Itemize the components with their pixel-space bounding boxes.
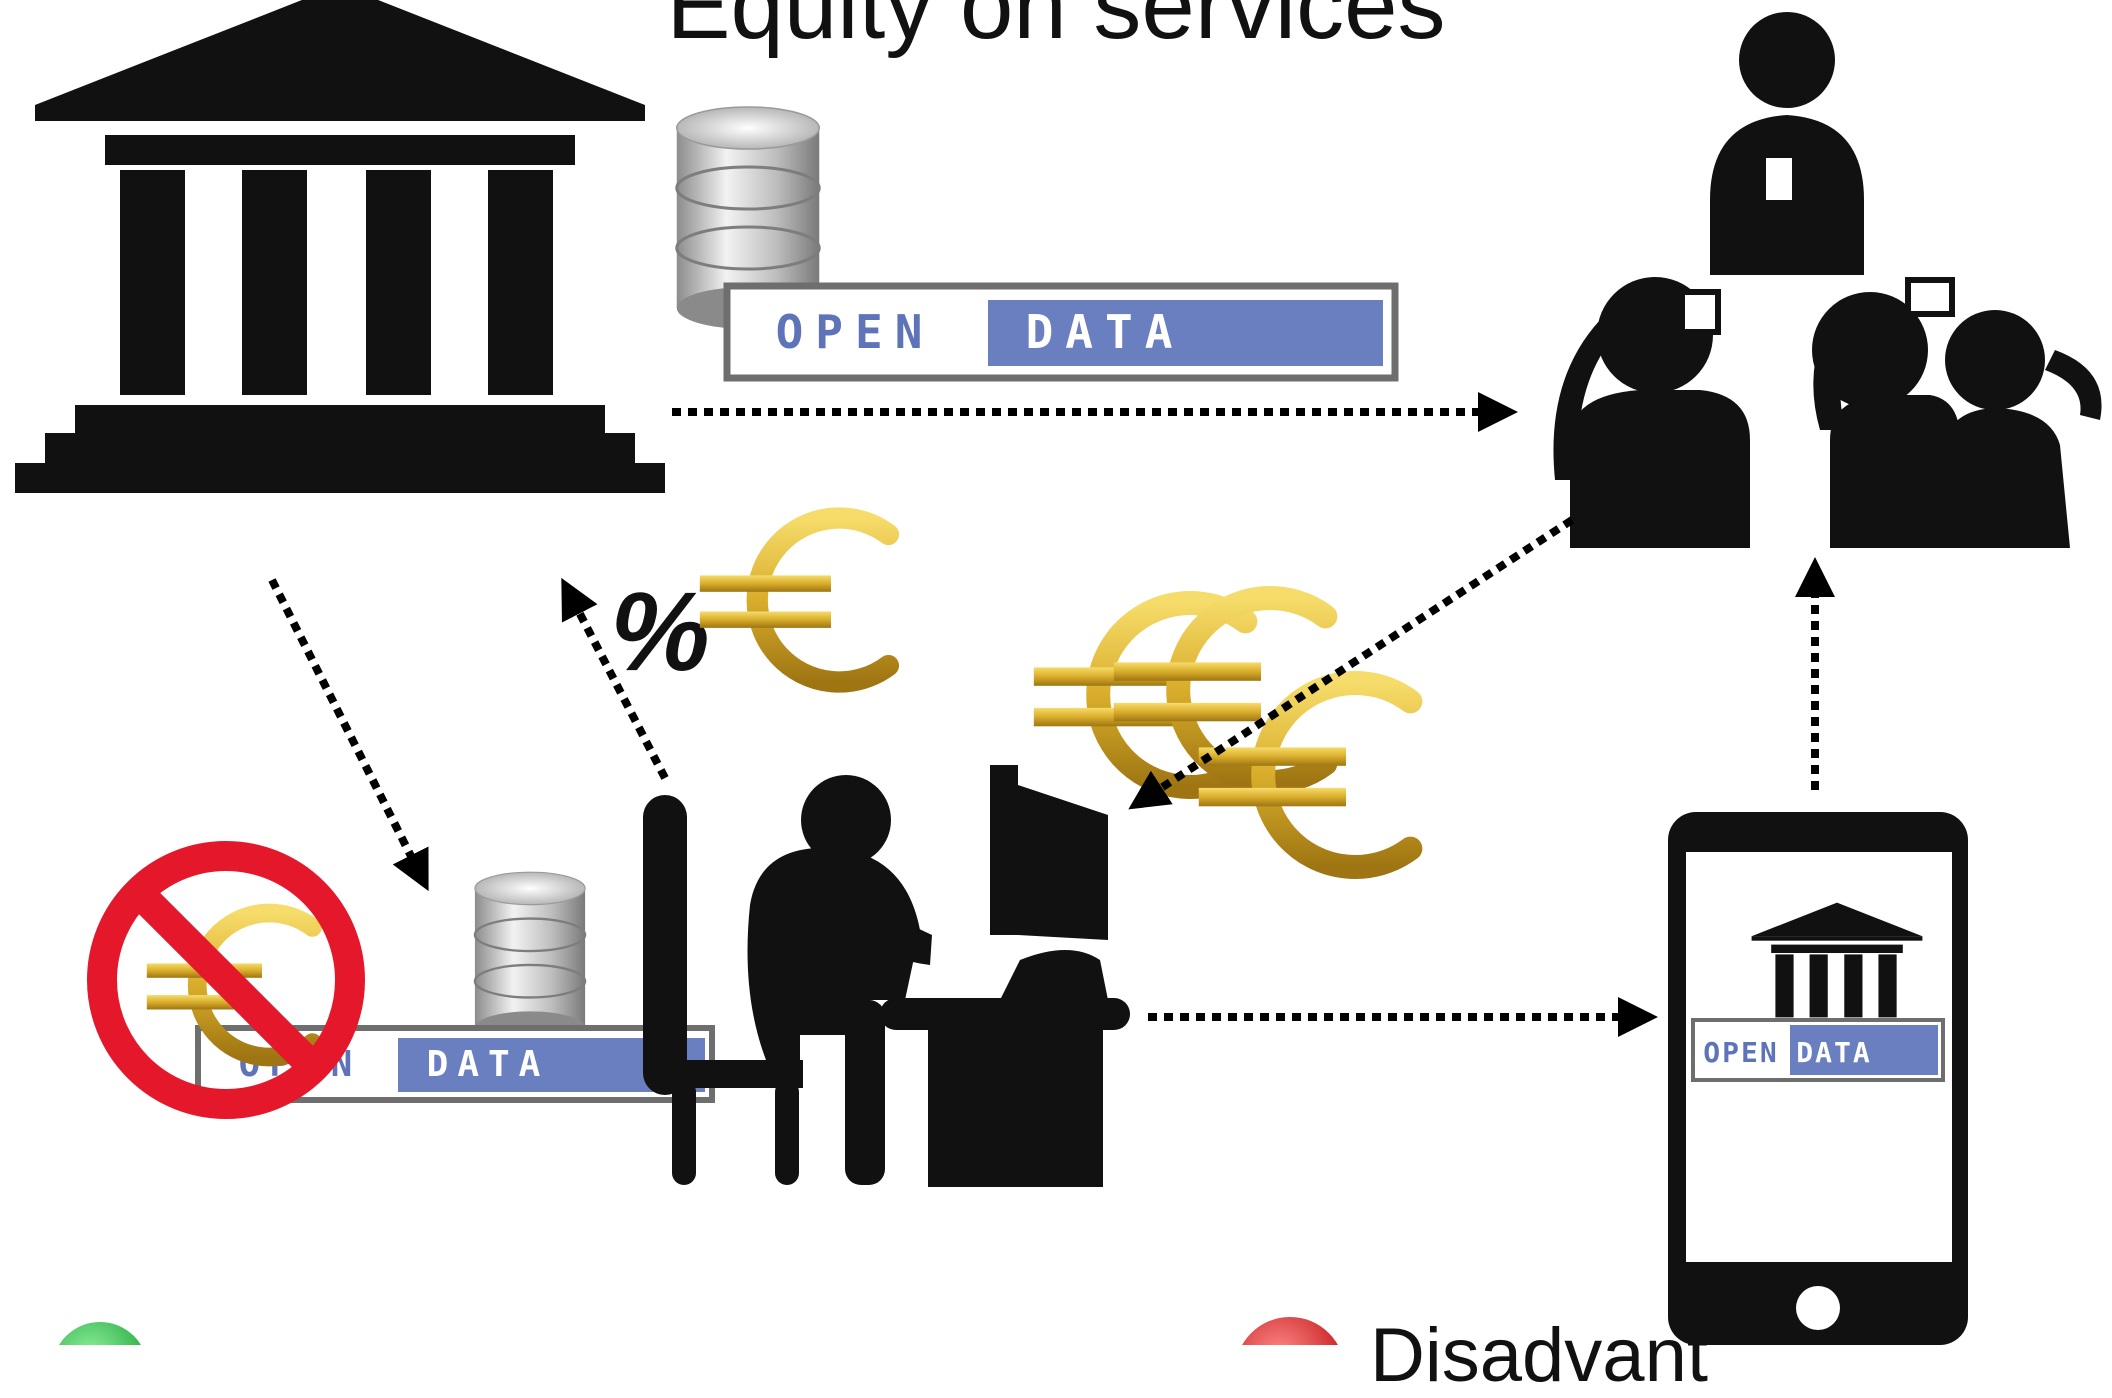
diagram-canvas: OPEN DATA % OPEN DATA (15, 0, 2102, 1345)
open-data-badge-data: DATA (1026, 305, 1185, 359)
open-data-badge-data: DATA (1796, 1036, 1871, 1069)
database-icon (473, 870, 587, 1045)
green-bullet-icon (59, 1322, 141, 1345)
arrow-to-developer (1128, 516, 1575, 810)
arrow-to-government (561, 577, 669, 780)
citizens-group-icon (1553, 12, 2102, 548)
open-data-badge: OPEN DATA (723, 282, 1399, 382)
government-building-icon (15, 0, 665, 493)
percent-symbol: % (610, 569, 710, 694)
developer-at-computer-icon (643, 765, 1130, 1187)
red-bullet-icon (1242, 1317, 1338, 1345)
disadvantages-label: Disadvant (1370, 1313, 1708, 1398)
open-data-badge: OPEN DATA (1691, 1018, 1945, 1082)
page-title: Equity on services (666, 0, 1446, 59)
open-data-badge-data: DATA (427, 1044, 550, 1085)
open-data-badge-open: OPEN (1703, 1036, 1778, 1069)
euro-icon (700, 518, 889, 682)
arrow-to-closed-data (268, 578, 429, 892)
open-data-badge-open: OPEN (776, 305, 935, 359)
no-euro-icon (87, 841, 365, 1119)
